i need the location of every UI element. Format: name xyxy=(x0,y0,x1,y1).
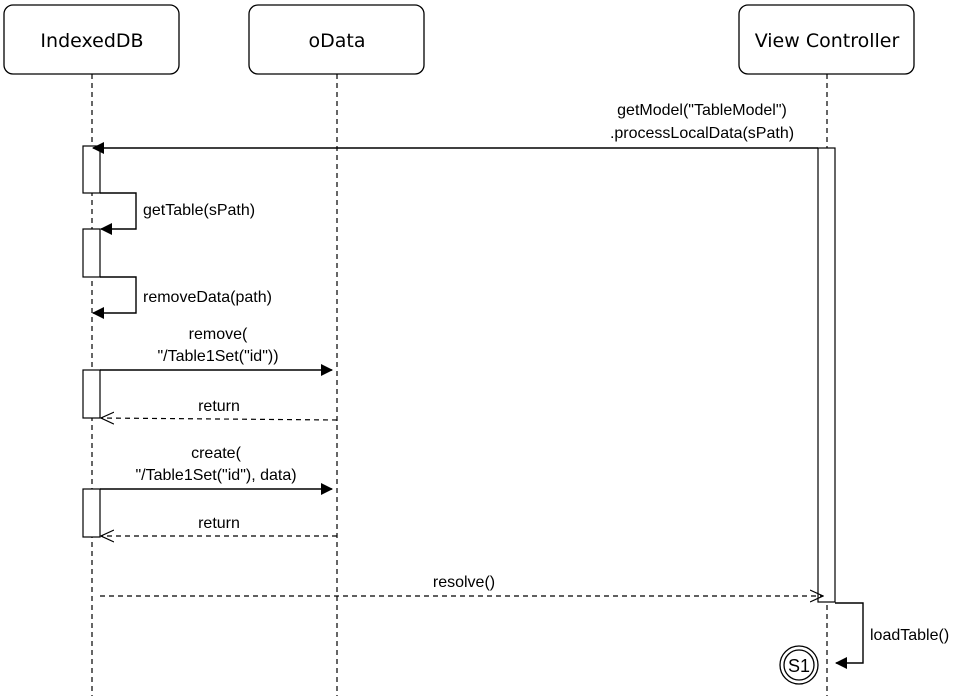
message-removedata-arrow xyxy=(92,276,137,319)
message-return-1-label: return xyxy=(198,398,240,415)
message-resolve-label: resolve() xyxy=(433,574,495,591)
message-create-label-2: "/Table1Set("id"), data) xyxy=(135,467,296,484)
message-removedata-label: removeData(path) xyxy=(143,289,272,306)
message-gettable-label: getTable(sPath) xyxy=(143,202,255,219)
message-gettable: getTable(sPath) xyxy=(100,192,255,235)
activation-idb-2 xyxy=(82,228,101,278)
message-remove: remove( "/Table1Set("id")) xyxy=(100,326,333,376)
participant-vc-label: View Controller xyxy=(755,30,900,52)
message-getmodel-label-2: .processLocalData(sPath) xyxy=(610,125,794,142)
participant-odata-label: oData xyxy=(309,30,366,52)
message-getmodel: getModel("TableModel") .processLocalData… xyxy=(92,102,818,154)
message-create: create( "/Table1Set("id"), data) xyxy=(100,445,333,495)
message-resolve: resolve() xyxy=(100,574,823,596)
message-loadtable-arrow xyxy=(835,602,864,669)
message-removedata: removeData(path) xyxy=(92,276,272,319)
participant-vc: View Controller xyxy=(738,4,915,75)
activation-idb-4 xyxy=(82,488,101,538)
message-return-1-arrow xyxy=(101,418,338,420)
message-loadtable: loadTable() xyxy=(835,602,949,669)
message-remove-label-1: remove( xyxy=(189,326,248,343)
message-remove-label-2: "/Table1Set("id")) xyxy=(157,348,278,365)
message-loadtable-label: loadTable() xyxy=(870,627,949,644)
message-getmodel-label-1: getModel("TableModel") xyxy=(617,102,787,119)
participant-odata: oData xyxy=(248,4,425,75)
participant-idb: IndexedDB xyxy=(3,4,180,75)
state-marker-label: S1 xyxy=(788,656,810,676)
message-return-2: return xyxy=(101,515,337,536)
message-gettable-arrow xyxy=(100,192,137,235)
activation-idb-3 xyxy=(82,369,101,419)
message-create-label-1: create( xyxy=(191,445,241,462)
participant-idb-label: IndexedDB xyxy=(40,30,143,52)
message-return-2-label: return xyxy=(198,515,240,532)
activation-vc xyxy=(817,147,836,603)
state-marker-s1: S1 xyxy=(779,645,819,685)
activation-idb-1 xyxy=(82,145,101,194)
message-return-1: return xyxy=(101,398,338,420)
